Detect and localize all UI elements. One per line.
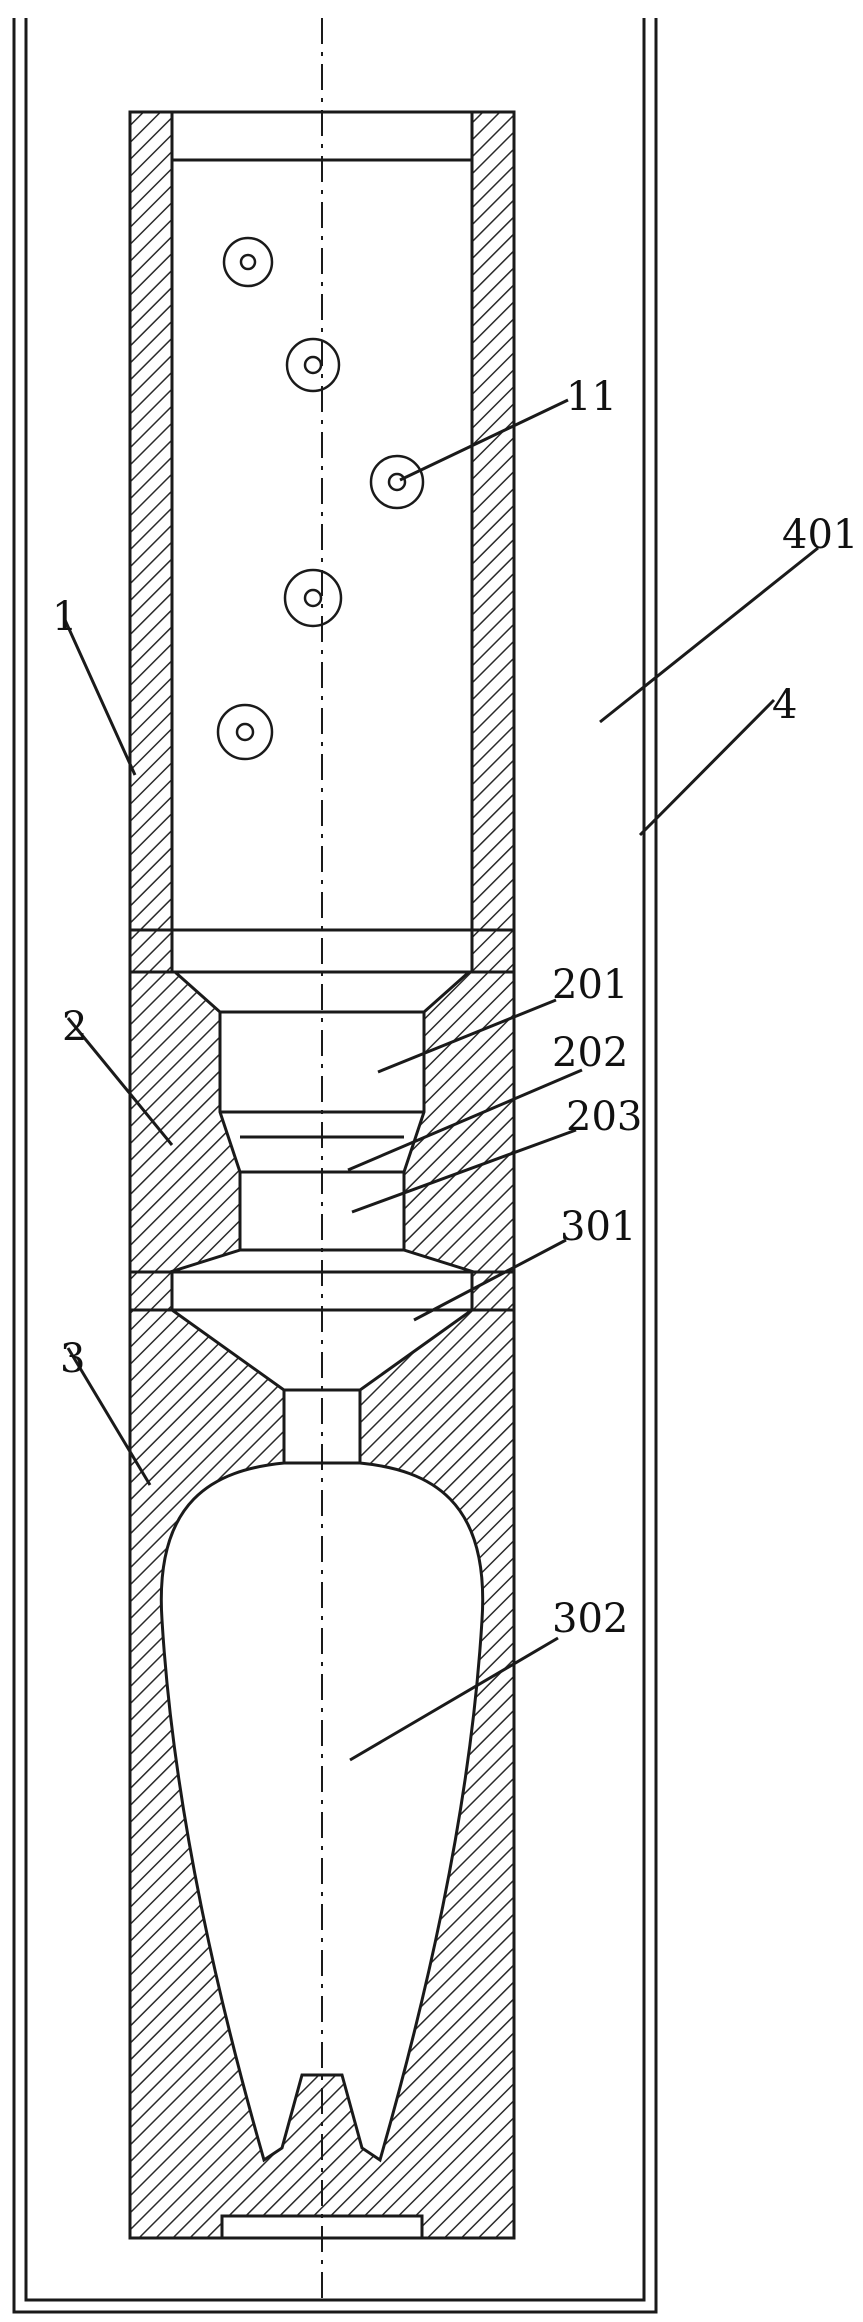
label-11: 11: [566, 374, 617, 420]
outer-container-4: [12, 18, 658, 2314]
label-3: 3: [60, 1336, 85, 1382]
label-302: 302: [552, 1596, 628, 1642]
label-2: 2: [62, 1004, 87, 1050]
label-202: 202: [552, 1030, 628, 1076]
label-203: 203: [566, 1094, 642, 1140]
label-301: 301: [560, 1204, 636, 1250]
label-1: 1: [52, 594, 77, 640]
leader-lines: [63, 398, 819, 1762]
label-4: 4: [772, 682, 797, 728]
perforation-holes-11: [216, 236, 425, 761]
label-201: 201: [552, 962, 628, 1008]
reference-labels: 1 2 3 4 11 201 202 203 301 302 401: [52, 374, 858, 1642]
label-401: 401: [782, 512, 858, 558]
